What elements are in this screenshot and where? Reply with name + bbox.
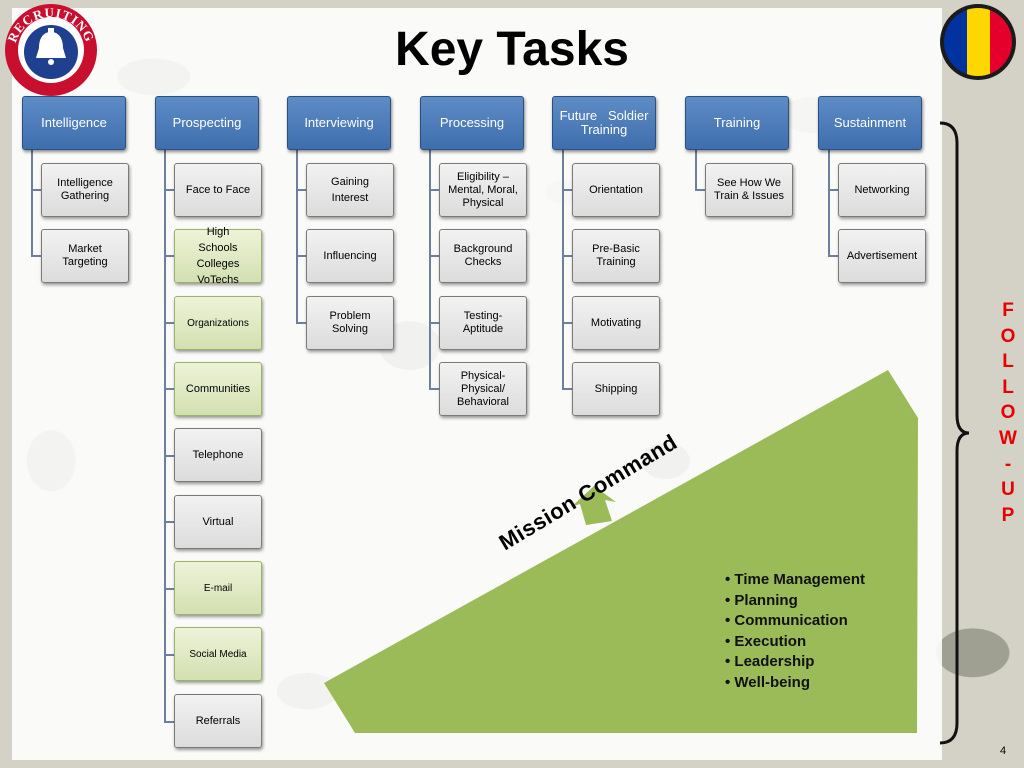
task-influencing[interactable]: Influencing bbox=[306, 229, 394, 283]
follow-up-letter: L bbox=[1002, 376, 1014, 398]
follow-up-letter: O bbox=[1000, 325, 1016, 347]
task-see-how-we-train[interactable]: See How We Train & Issues bbox=[705, 163, 793, 217]
header-prospecting[interactable]: Prospecting bbox=[155, 96, 259, 150]
task-virtual[interactable]: Virtual bbox=[174, 495, 262, 549]
arrow-up-icon bbox=[571, 486, 616, 525]
task-face-to-face[interactable]: Face to Face bbox=[174, 163, 262, 217]
task-gaining-interest[interactable]: Gaining Interest bbox=[306, 163, 394, 217]
follow-up-letter: F bbox=[1002, 300, 1014, 321]
task-problem-solving[interactable]: Problem Solving bbox=[306, 296, 394, 350]
svg-text:★: ★ bbox=[63, 78, 69, 86]
recruiting-logo: ★★ bbox=[5, 4, 97, 96]
follow-up-letter: - bbox=[1004, 453, 1012, 475]
header-processing[interactable]: Processing bbox=[420, 96, 524, 150]
task-telephone[interactable]: Telephone bbox=[174, 428, 262, 482]
follow-up-label: F O L L O W - U P bbox=[996, 298, 1020, 528]
task-networking[interactable]: Networking bbox=[838, 163, 926, 217]
task-shipping[interactable]: Shipping bbox=[572, 362, 660, 416]
bullet-item: • Time Management bbox=[725, 571, 866, 588]
follow-up-letter: L bbox=[1002, 351, 1014, 373]
bullet-item: • Well-being bbox=[725, 673, 810, 691]
bullet-item: • Communication bbox=[725, 612, 848, 629]
bullet-item: • Planning bbox=[725, 591, 798, 609]
follow-up-letter: P bbox=[1001, 504, 1015, 526]
task-orientation[interactable]: Orientation bbox=[572, 163, 660, 217]
follow-up-letter: U bbox=[1001, 479, 1015, 501]
task-background-checks[interactable]: Background Checks bbox=[439, 229, 527, 283]
svg-text:★: ★ bbox=[32, 78, 38, 86]
task-eligibility[interactable]: Eligibility – Mental, Moral, Physical bbox=[439, 163, 527, 217]
right-brace-icon bbox=[939, 121, 970, 745]
mission-command-bullets: • Time Management • Planning • Communica… bbox=[725, 570, 865, 693]
header-interviewing[interactable]: Interviewing bbox=[287, 96, 391, 150]
bullet-item: • Leadership bbox=[725, 653, 815, 670]
mission-command-wedge bbox=[324, 370, 918, 733]
header-sustainment[interactable]: Sustainment bbox=[818, 96, 922, 150]
task-email[interactable]: E-mail bbox=[174, 561, 262, 615]
task-physical[interactable]: Physical- Physical/ Behavioral bbox=[439, 362, 527, 416]
task-motivating[interactable]: Motivating bbox=[572, 296, 660, 350]
header-future-soldier-training[interactable]: Future Soldier Training bbox=[552, 96, 656, 150]
header-training[interactable]: Training bbox=[685, 96, 789, 150]
task-social-media[interactable]: Social Media bbox=[174, 627, 262, 681]
task-advertisement[interactable]: Advertisement bbox=[838, 229, 926, 283]
task-pre-basic-training[interactable]: Pre-Basic Training bbox=[572, 229, 660, 283]
page-title: Key Tasks bbox=[395, 23, 629, 76]
follow-up-letter: W bbox=[999, 427, 1017, 449]
task-referrals[interactable]: Referrals bbox=[174, 694, 262, 748]
page-number: 4 bbox=[1000, 745, 1007, 757]
task-high-schools[interactable]: High Schools Colleges VoTechs bbox=[174, 226, 262, 286]
task-intelligence-gathering[interactable]: Intelligence Gathering bbox=[41, 163, 129, 217]
recruiting-logo-text: RECRUITING bbox=[4, 5, 96, 45]
task-communities[interactable]: Communities bbox=[174, 362, 262, 416]
tricolor-circle-icon bbox=[940, 4, 1016, 80]
header-intelligence[interactable]: Intelligence bbox=[22, 96, 126, 150]
task-testing-aptitude[interactable]: Testing- Aptitude bbox=[439, 296, 527, 350]
bullet-item: • Execution bbox=[725, 632, 807, 650]
follow-up-letter: O bbox=[1000, 402, 1016, 424]
task-organizations[interactable]: Organizations bbox=[174, 296, 262, 350]
task-market-targeting[interactable]: Market Targeting bbox=[41, 229, 129, 283]
